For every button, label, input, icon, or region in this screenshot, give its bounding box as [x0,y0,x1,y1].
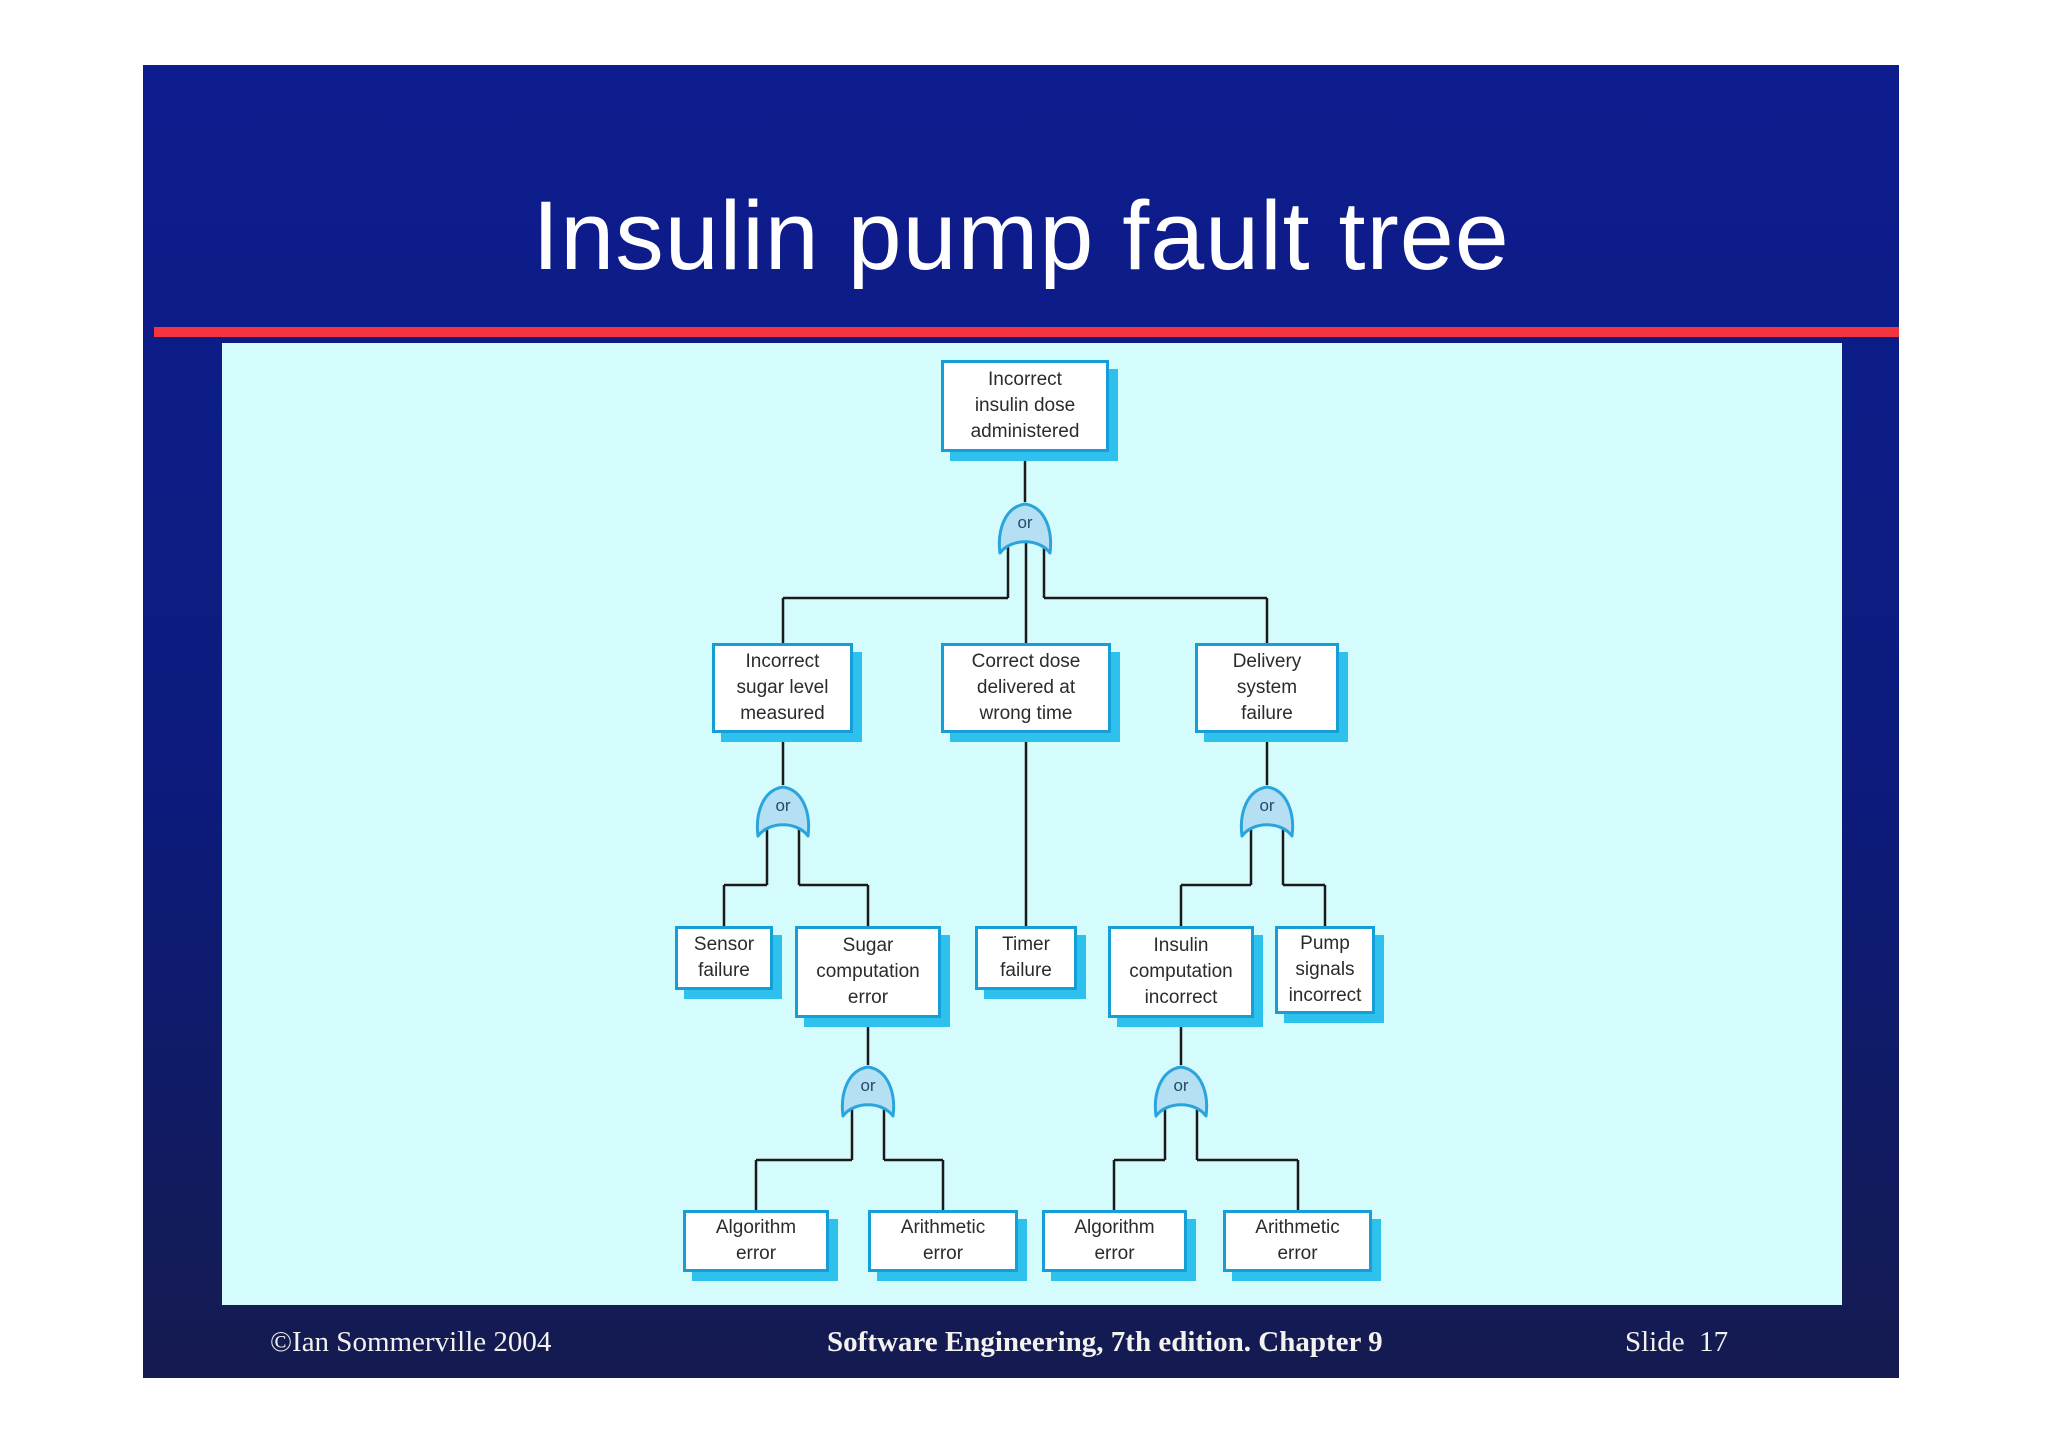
footer-book-title: Software Engineering, 7th edition. Chapt… [827,1326,1383,1358]
node-algorithm-error-1: Algorithm error [683,1210,829,1272]
node-correct-dose-wrong-time: Correct dose delivered at wrong time [941,643,1111,733]
or-gate-root: or [997,502,1053,555]
node-arithmetic-error-2: Arithmetic error [1223,1210,1372,1272]
or-gate-sugar-level: or [755,785,811,838]
svg-text:or: or [775,796,790,815]
node-timer-failure: Timer failure [975,926,1077,990]
fault-tree-panel [222,343,1842,1305]
slide-title: Insulin pump fault tree [532,181,1510,290]
node-sugar-computation-error: Sugar computation error [795,926,941,1018]
node-pump-signals-incorrect: Pump signals incorrect [1275,926,1375,1014]
or-gate-insulin-computation: or [1153,1065,1209,1118]
or-gate-sugar-computation: or [840,1065,896,1118]
node-sensor-failure: Sensor failure [675,926,773,990]
title-divider-line [154,327,1899,337]
node-incorrect-insulin-dose: Incorrect insulin dose administered [941,360,1109,452]
node-algorithm-error-2: Algorithm error [1042,1210,1187,1272]
node-arithmetic-error-1: Arithmetic error [868,1210,1018,1272]
or-gate-delivery-system: or [1239,785,1295,838]
svg-text:or: or [1017,513,1032,532]
node-delivery-system-failure: Delivery system failure [1195,643,1339,733]
svg-text:or: or [1173,1076,1188,1095]
node-incorrect-sugar-level: Incorrect sugar level measured [712,643,853,733]
footer-copyright: ©Ian Sommerville 2004 [270,1326,552,1358]
svg-text:or: or [1259,796,1274,815]
footer-slide-number: Slide 17 [1625,1326,1729,1358]
node-insulin-computation-incorrect: Insulin computation incorrect [1108,926,1254,1018]
svg-text:or: or [860,1076,875,1095]
